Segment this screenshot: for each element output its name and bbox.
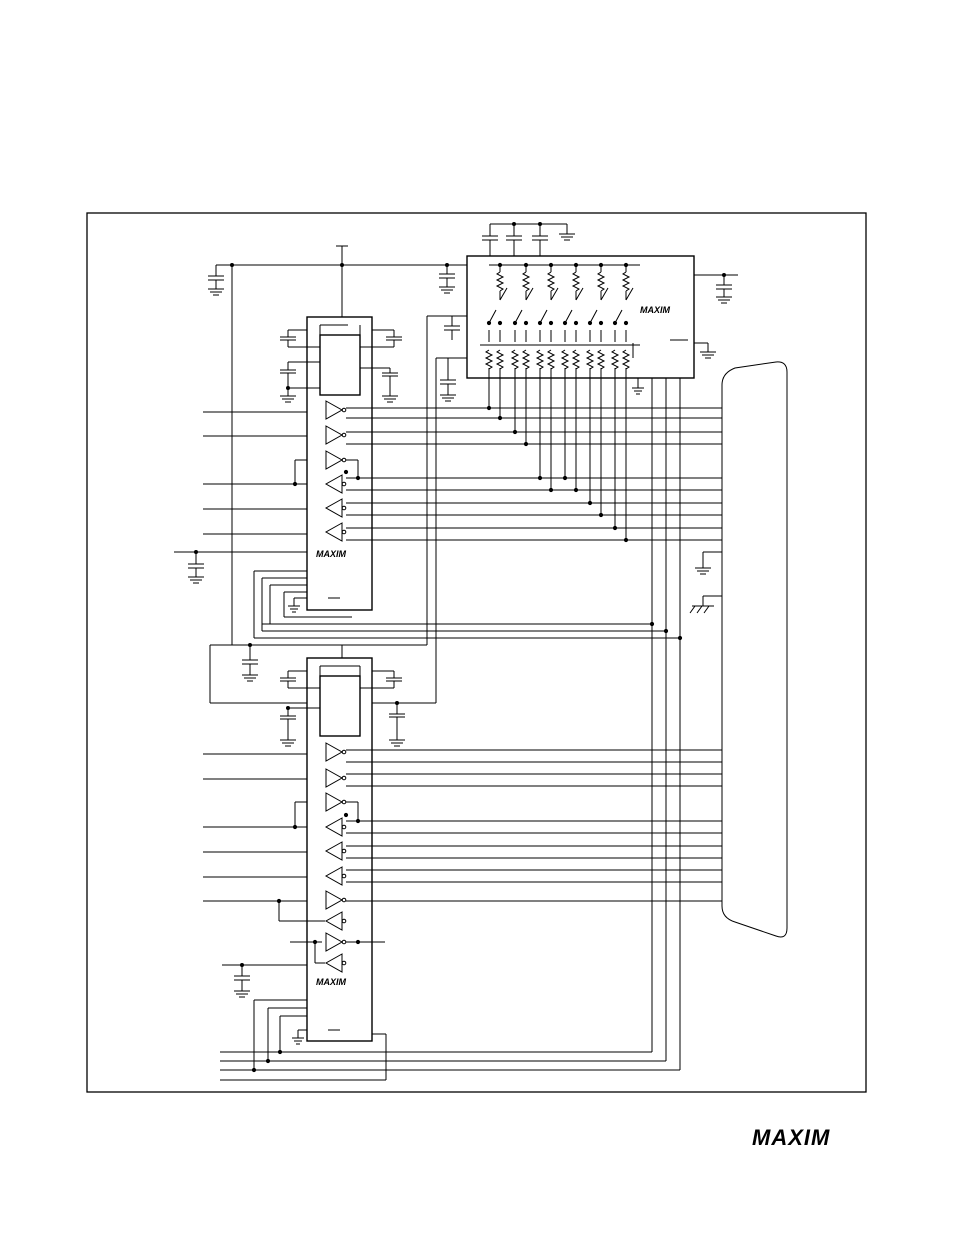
transceiver-top-logo: MAXIM	[316, 549, 347, 559]
signal-wiring	[203, 378, 722, 1080]
transceiver-bottom-charge-pump	[320, 676, 360, 736]
transceiver-top-charge-pump	[320, 335, 360, 395]
maxim-footer-logo: MAXIM	[752, 1125, 830, 1150]
svg-text:MAXIM: MAXIM	[752, 1125, 830, 1150]
termination-supply-caps	[482, 222, 575, 256]
transceiver-bottom-logo: MAXIM	[316, 977, 347, 987]
interface-connector	[722, 362, 787, 937]
termination-chip-logo: MAXIM	[640, 305, 671, 315]
